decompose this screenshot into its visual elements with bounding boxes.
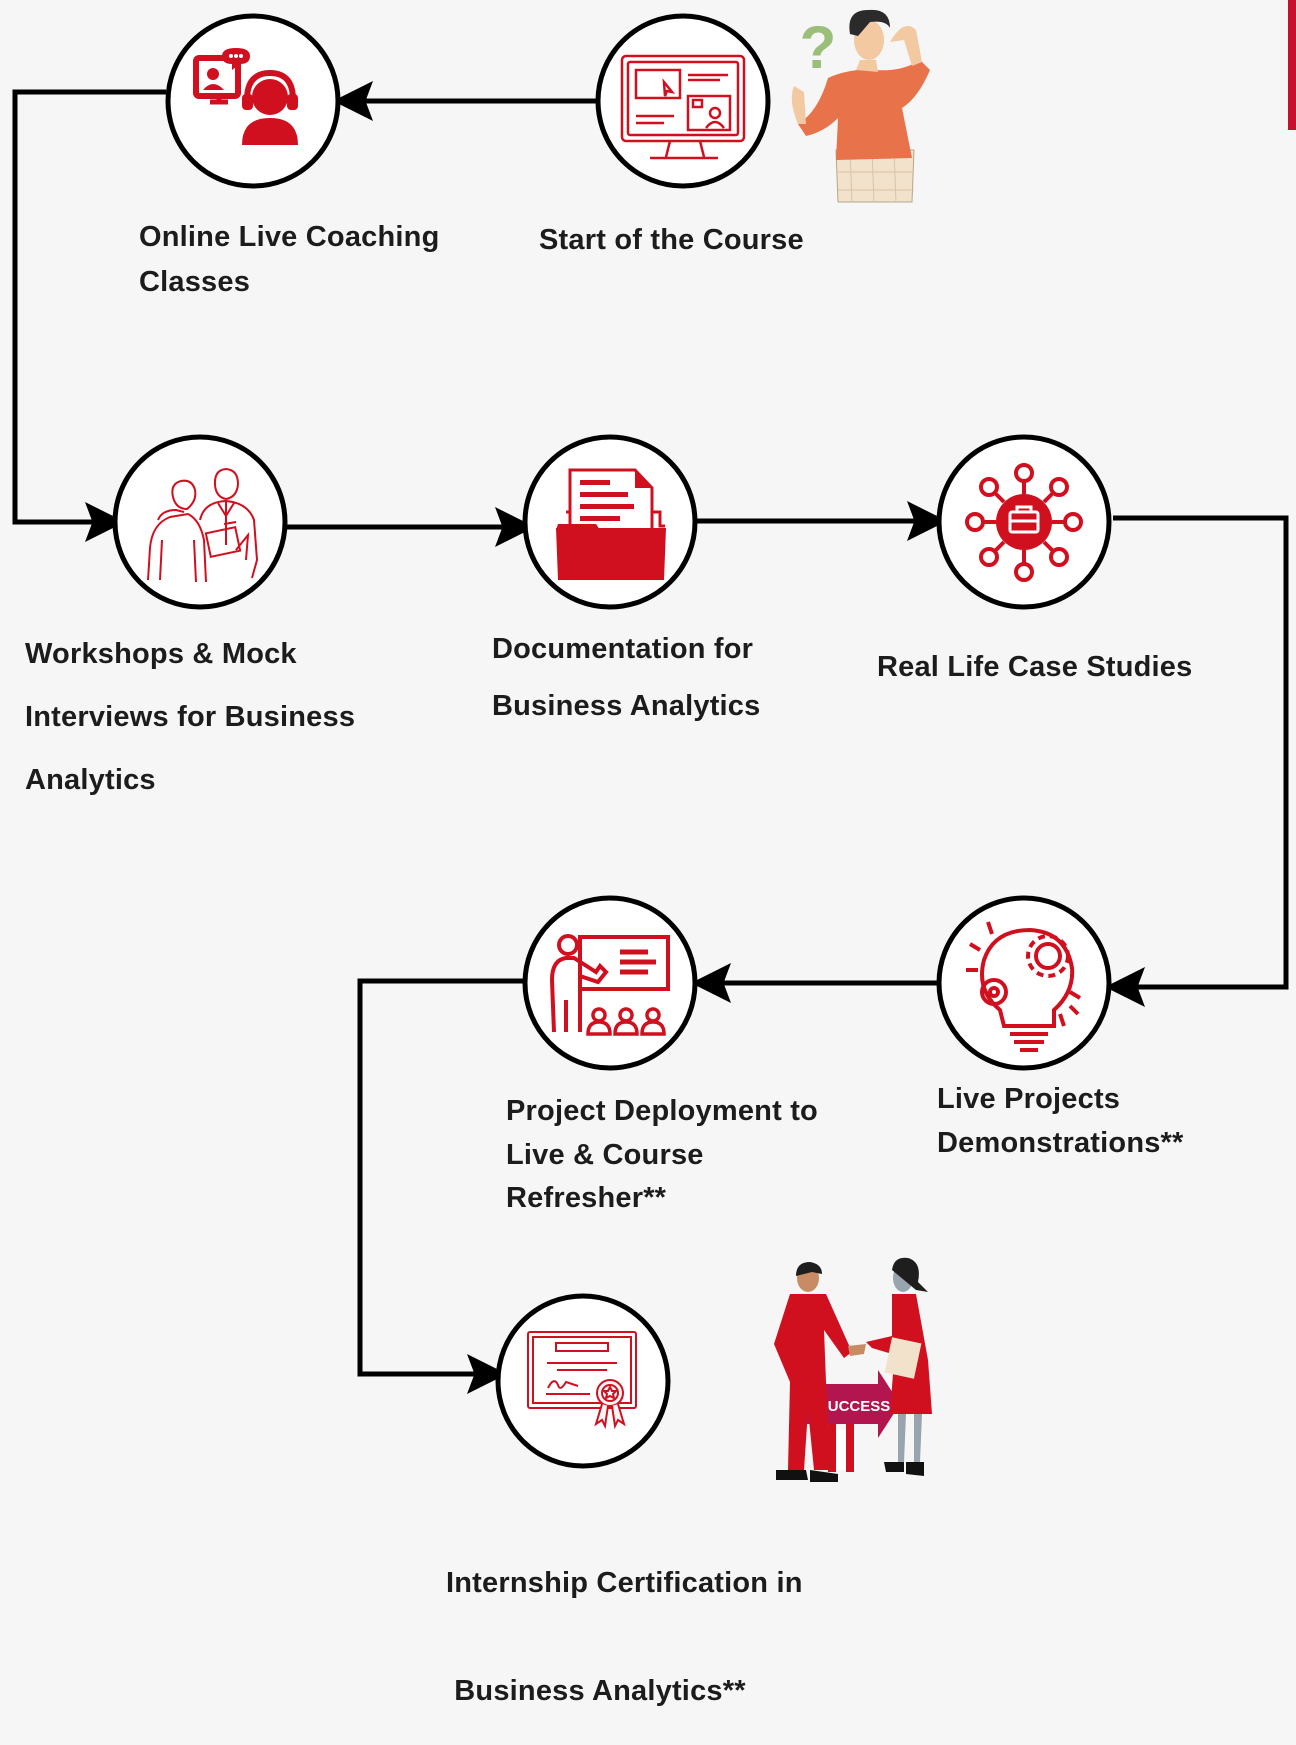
headset-support-icon [193,48,298,145]
certificate-icon [527,1331,637,1430]
step-documentation-label-line: Documentation for [492,633,754,665]
flow-diagram: ? SUCCESS [12,9,1289,1482]
document-folder-icon [556,468,666,580]
success-sign-text: SUCCESS [818,1398,891,1415]
step-certification-circle [495,1293,671,1469]
step-workshops-label-line: Analytics [25,764,156,796]
step-liveprojects-label-line: Demonstrations** [937,1127,1184,1159]
connector-deployment-to-certification [357,978,525,1394]
step-certification-label-line: Business Analytics** [446,1675,746,1707]
handshake-success-icon: SUCCESS [774,1257,932,1482]
presentation-icon [549,934,670,1036]
interview-icon [147,467,259,583]
step-workshops-label-line: Interviews for Business [25,701,356,733]
step-start-label-line: Start of the Course [539,224,804,256]
accent-bar [1288,0,1296,130]
step-workshops-label: Workshops & Mock Interviews for Business… [25,623,355,812]
computer-monitor-icon [620,54,746,160]
step-start-circle [595,13,771,189]
step-deployment-label-line: Project Deployment to [506,1095,818,1127]
step-casestudies-label: Real Life Case Studies [877,645,1192,690]
step-deployment-label-line: Live & Course [506,1138,704,1171]
step-deployment-label: Project Deployment to Live & Course Refr… [506,1090,818,1221]
step-liveprojects-label: Live Projects Demonstrations** [937,1077,1184,1165]
step-online-label-line: Online Live Coaching [139,221,440,253]
step-start-label: Start of the Course [539,218,804,263]
step-online-label: Online Live Coaching Classes [139,215,440,305]
step-liveprojects-label-line: Live Projects [937,1083,1121,1115]
step-liveprojects-circle [936,895,1112,1071]
confused-person-icon: ? [791,9,930,203]
step-certification-label: Internship Certification in Business Ana… [446,1493,803,1745]
network-briefcase-icon [965,463,1083,582]
connector-online-to-workshops [12,89,166,542]
step-deployment-label-line: Refresher** [506,1182,667,1214]
step-online-label-line: Classes [139,266,251,298]
question-mark: ? [800,14,837,81]
connector-casestudies-to-liveprojects [1105,515,1289,1007]
lightbulb-gears-icon [966,921,1082,1052]
step-workshops-label-line: Workshops & Mock [25,638,297,670]
step-documentation-label: Documentation for Business Analytics [492,621,760,735]
step-casestudies-label-line: Real Life Case Studies [877,651,1193,683]
step-documentation-label-line: Business Analytics [492,690,761,722]
step-workshops-circle [112,434,288,610]
step-certification-label-line: Internship Certification in [446,1567,803,1599]
